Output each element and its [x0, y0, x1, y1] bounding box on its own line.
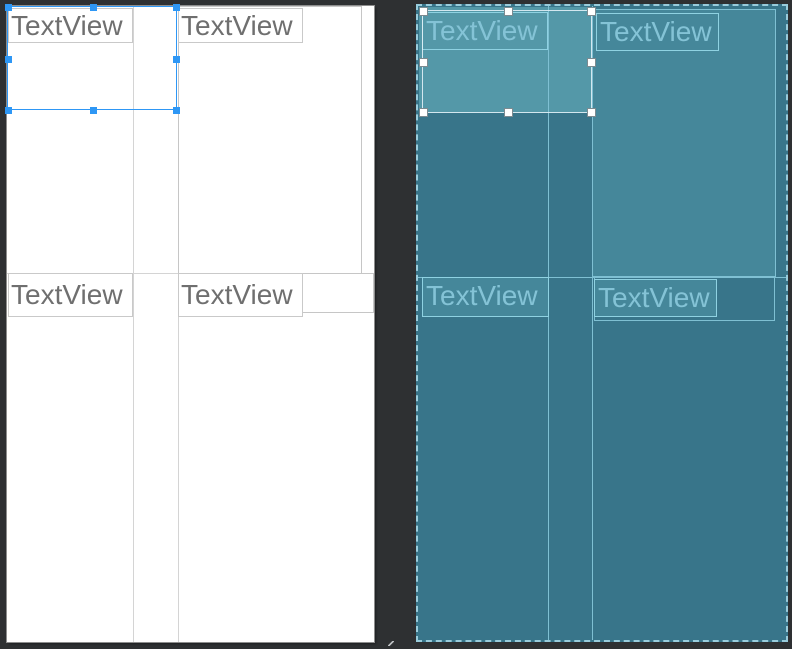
design-selection-handle-n[interactable]	[90, 4, 97, 11]
design-selection-handle-se[interactable]	[173, 107, 180, 114]
blueprint-selection-rect	[419, 7, 596, 117]
blueprint-selection-handle-ne[interactable]	[587, 7, 596, 16]
blueprint-selection-handle-sw[interactable]	[419, 108, 428, 117]
blueprint-cell-container-row1	[592, 9, 776, 277]
blueprint-textview-4[interactable]: TextView	[594, 279, 717, 317]
design-selection-handle-e[interactable]	[173, 56, 180, 63]
design-selection-rect	[5, 4, 180, 114]
blueprint-surface[interactable]: TextView TextView TextView TextView	[416, 4, 788, 642]
blueprint-selection-fill	[419, 7, 592, 113]
design-cell-container-row1	[178, 6, 362, 274]
design-textview-1[interactable]: TextView	[8, 8, 133, 43]
blueprint-selection-handle-nw[interactable]	[419, 7, 428, 16]
design-surface[interactable]: TextView TextView TextView TextView	[5, 4, 374, 642]
design-grid-line-v2	[178, 6, 179, 642]
blueprint-grid-line-v1	[548, 6, 549, 640]
design-textview-2[interactable]: TextView	[178, 8, 303, 43]
blueprint-grid-line-h1	[418, 277, 786, 278]
blueprint-textview-2[interactable]: TextView	[596, 13, 719, 51]
design-selection-handle-ne[interactable]	[173, 4, 180, 11]
blueprint-selection-handle-e[interactable]	[587, 58, 596, 67]
blueprint-selection-handle-w[interactable]	[419, 58, 428, 67]
design-grid-line-v1	[133, 6, 134, 642]
blueprint-selection-handle-s[interactable]	[504, 108, 513, 117]
design-selection-handle-s[interactable]	[90, 107, 97, 114]
design-selection-handle-sw[interactable]	[5, 107, 12, 114]
resize-grip-artifact	[388, 641, 394, 646]
blueprint-selection-handle-n[interactable]	[504, 7, 513, 16]
design-selection-handle-nw[interactable]	[5, 4, 12, 11]
design-textview-4[interactable]: TextView	[178, 273, 303, 317]
design-textview-3[interactable]: TextView	[8, 273, 133, 317]
blueprint-textview-3[interactable]: TextView	[422, 277, 549, 317]
design-selection-handle-w[interactable]	[5, 56, 12, 63]
blueprint-selection-handle-se[interactable]	[587, 108, 596, 117]
blueprint-grid-line-v2	[592, 6, 593, 640]
